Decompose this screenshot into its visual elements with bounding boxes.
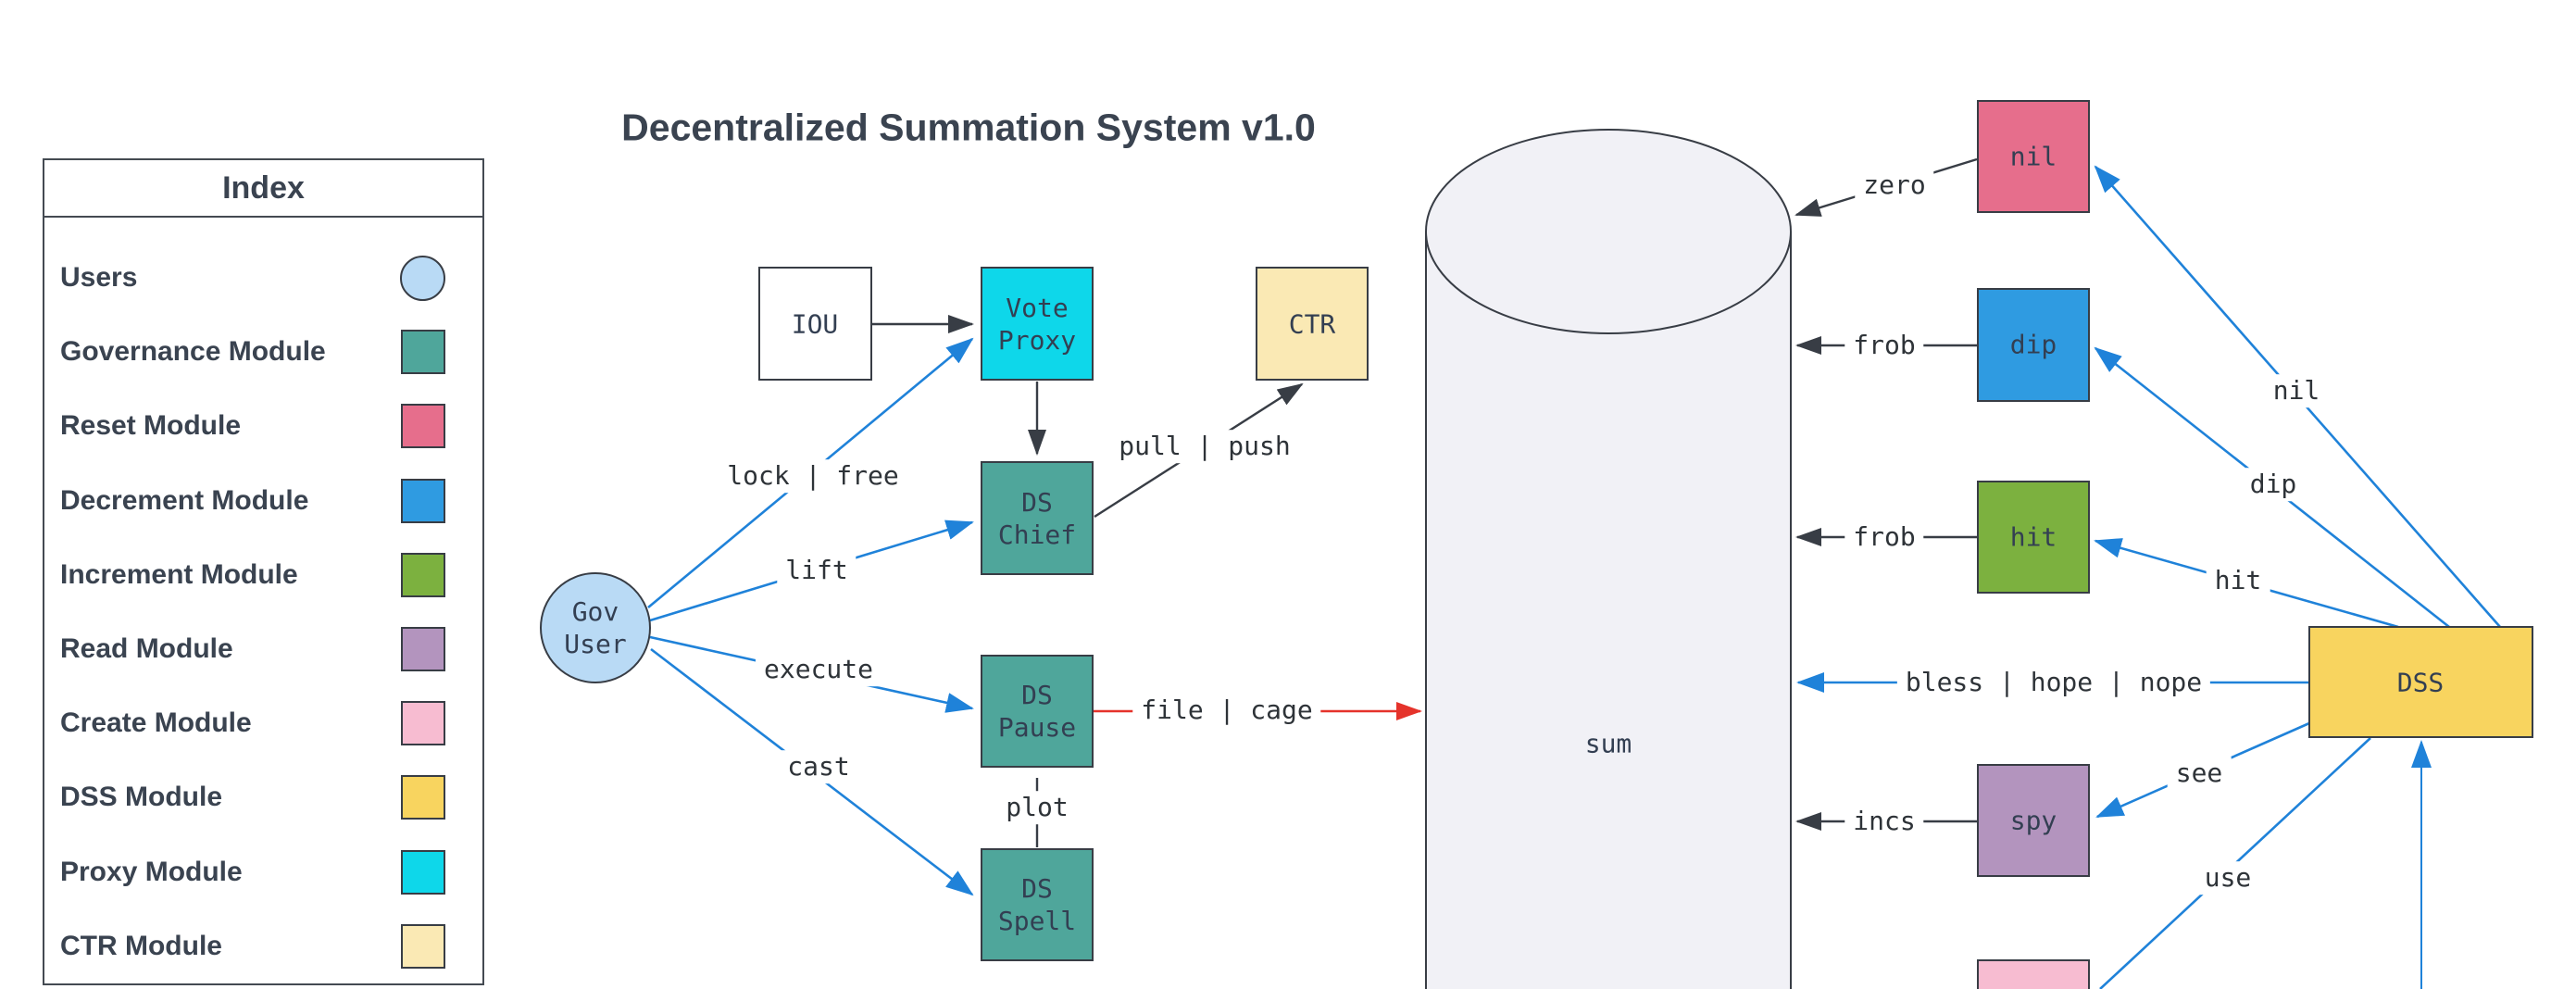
node-ds-spell-label: DS Spell <box>997 873 1077 936</box>
index-legend-rows: Users Governance Module Reset Module Dec… <box>44 218 482 983</box>
node-gov-user <box>540 572 651 683</box>
edge-label-nil: nil <box>2264 374 2329 407</box>
node-nil-label: nil <box>2009 141 2057 172</box>
edge-label-frob-dip: frob <box>1844 329 1924 362</box>
node-ds-chief-label: DS Chief <box>997 487 1077 550</box>
reset-swatch <box>401 404 445 449</box>
legend-label: Create Module <box>60 707 252 739</box>
legend-label: Reset Module <box>60 410 242 442</box>
node-hit <box>1977 481 2090 594</box>
dss-swatch <box>401 775 445 820</box>
index-legend-header: Index <box>44 160 482 218</box>
node-dip <box>1977 288 2090 402</box>
edge-label-plot: plot <box>997 791 1077 824</box>
legend-row-dss: DSS Module <box>44 760 482 834</box>
node-sum-label: sum <box>1584 728 1632 759</box>
users-swatch <box>400 255 445 301</box>
create-swatch <box>401 701 445 746</box>
legend-label: DSS Module <box>60 782 223 813</box>
legend-row-increment: Increment Module <box>44 538 482 612</box>
edge-label-dip: dip <box>2241 468 2306 501</box>
sum-cylinder <box>1425 129 1792 989</box>
governance-swatch <box>401 330 445 375</box>
sum-cylinder-top <box>1425 129 1792 334</box>
edge-label-file-cage: file | cage <box>1132 694 1321 727</box>
node-ds-pause <box>981 655 1094 768</box>
ctr-swatch <box>401 923 445 969</box>
edge-label-see: see <box>2167 757 2232 790</box>
edge-label-incs: incs <box>1844 805 1924 838</box>
node-spy-label: spy <box>2009 805 2057 836</box>
legend-label: Decrement Module <box>60 484 309 516</box>
node-dss-label: DSS <box>2396 667 2445 698</box>
node-vote-proxy <box>981 267 1094 381</box>
legend-label: Read Module <box>60 633 233 665</box>
legend-row-reset: Reset Module <box>44 389 482 463</box>
edge-label-pull-push: pull | push <box>1110 430 1299 463</box>
node-create <box>1977 959 2090 989</box>
node-iou <box>758 267 872 381</box>
legend-row-read: Read Module <box>44 612 482 686</box>
node-ctr-label: CTR <box>1288 308 1336 340</box>
page-title: Decentralized Summation System v1.0 <box>621 106 1316 149</box>
edge-label-lock-free: lock | free <box>719 459 907 493</box>
node-ds-spell <box>981 848 1094 961</box>
read-swatch <box>401 627 445 672</box>
legend-label: Proxy Module <box>60 856 243 887</box>
legend-row-ctr: CTR Module <box>44 909 482 983</box>
decrement-swatch <box>401 478 445 523</box>
proxy-swatch <box>401 849 445 895</box>
legend-label: CTR Module <box>60 930 222 961</box>
node-iou-label: IOU <box>791 308 839 340</box>
edge-label-frob-hit: frob <box>1844 520 1924 554</box>
legend-label: Governance Module <box>60 336 326 368</box>
sum-cylinder-body <box>1425 232 1792 989</box>
legend-row-decrement: Decrement Module <box>44 464 482 538</box>
node-gov-user-label: Gov User <box>564 596 627 659</box>
node-hit-label: hit <box>2009 521 2057 553</box>
legend-label: Users <box>60 262 138 294</box>
edge-label-cast: cast <box>779 750 858 783</box>
edge-label-lift: lift <box>777 554 857 587</box>
node-ds-chief <box>981 461 1094 575</box>
node-dss <box>2308 626 2533 738</box>
index-legend: Index Users Governance Module Reset Modu… <box>43 158 484 985</box>
legend-row-proxy: Proxy Module <box>44 835 482 909</box>
node-vote-proxy-label: Vote Proxy <box>997 293 1077 356</box>
edge-label-zero: zero <box>1855 169 1934 202</box>
edge-label-use: use <box>2195 861 2260 895</box>
node-ds-pause-label: DS Pause <box>997 680 1077 743</box>
increment-swatch <box>401 552 445 597</box>
node-spy <box>1977 764 2090 877</box>
node-ctr <box>1256 267 1369 381</box>
node-nil <box>1977 100 2090 213</box>
legend-row-create: Create Module <box>44 686 482 760</box>
legend-row-users: Users <box>44 241 482 315</box>
edge-label-execute: execute <box>755 653 882 686</box>
edge-label-bless-hope-nope: bless | hope | nope <box>1896 666 2211 699</box>
legend-row-governance: Governance Module <box>44 315 482 389</box>
edge-label-hit: hit <box>2206 564 2270 597</box>
legend-label: Increment Module <box>60 558 298 590</box>
node-dip-label: dip <box>2009 329 2057 360</box>
